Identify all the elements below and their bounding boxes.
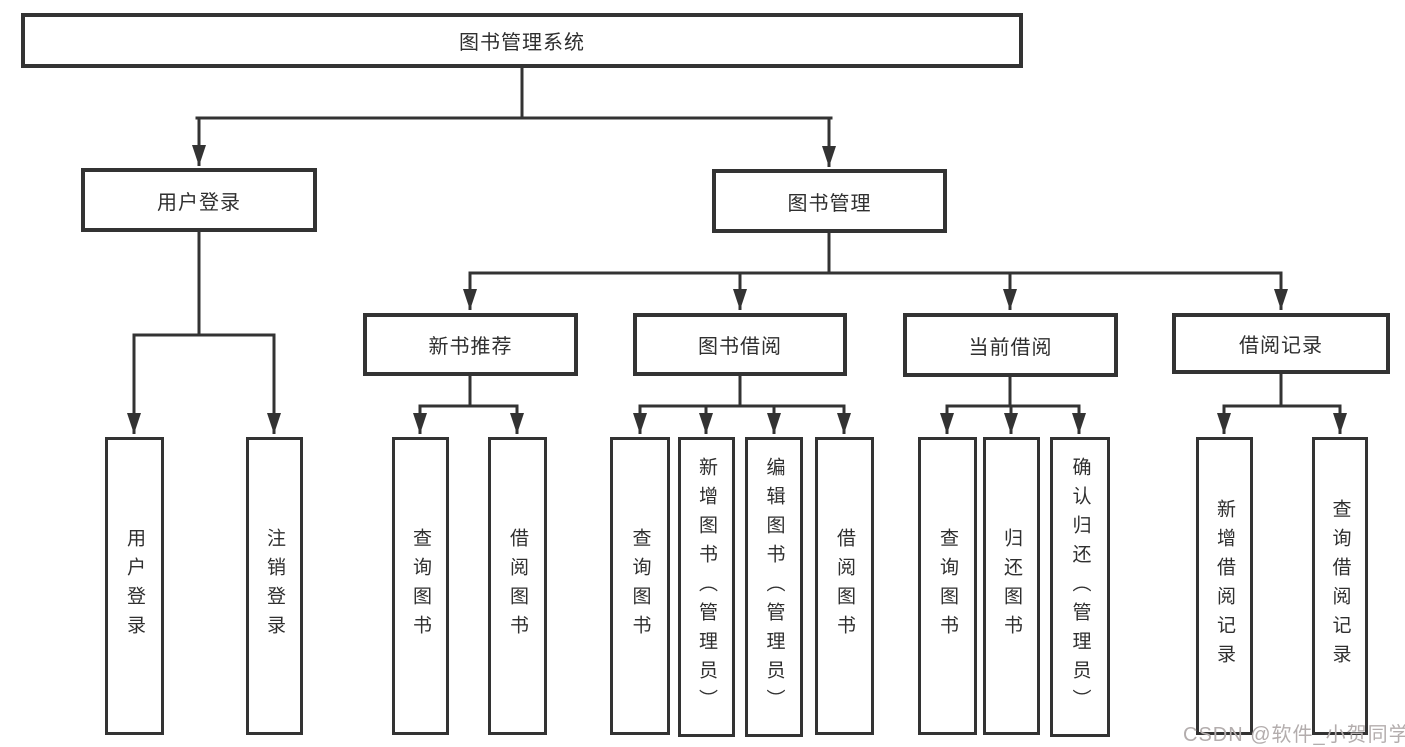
node-label: 查询图书	[410, 528, 431, 644]
node-label: 借阅记录	[1239, 335, 1323, 357]
leaf-borrow-books-recommend: 借阅图书	[488, 437, 547, 735]
leaf-add-books-admin: 新增图书（管理员）	[678, 437, 735, 737]
node-library-management-system: 图书管理系统	[21, 13, 1023, 68]
node-label: 借阅图书	[834, 528, 855, 644]
leaf-query-books-current: 查询图书	[918, 437, 977, 735]
node-label: 编辑图书（管理员）	[763, 456, 785, 718]
node-label: 新增图书（管理员）	[696, 456, 717, 718]
node-label: 注销登录	[264, 528, 285, 644]
leaf-borrow-books: 借阅图书	[815, 437, 874, 735]
leaf-confirm-return-admin: 确认归还（管理员）	[1050, 437, 1110, 737]
leaf-query-books-recommend: 查询图书	[392, 437, 449, 735]
node-book-management: 图书管理	[712, 169, 947, 233]
leaf-user-login: 用户登录	[105, 437, 164, 735]
leaf-edit-books-admin: 编辑图书（管理员）	[745, 437, 803, 737]
node-label: 用户登录	[157, 191, 241, 214]
node-user-login: 用户登录	[81, 168, 317, 232]
node-label: 确认归还（管理员）	[1069, 456, 1091, 718]
node-label: 查询图书	[937, 528, 958, 644]
node-label: 用户登录	[124, 528, 145, 644]
csdn-watermark: CSDN @软件_小贺同学	[1183, 724, 1405, 746]
node-label: 查询图书	[629, 528, 651, 644]
node-label: 当前借阅	[968, 336, 1053, 359]
node-book-borrowing: 图书借阅	[633, 313, 847, 376]
node-label: 借阅图书	[507, 528, 528, 644]
node-current-borrowing: 当前借阅	[903, 313, 1118, 377]
node-label: 图书管理	[787, 192, 872, 215]
node-label: 图书借阅	[698, 336, 782, 358]
node-label: 新书推荐	[428, 336, 513, 358]
node-new-book-recommend: 新书推荐	[363, 313, 578, 376]
leaf-return-books: 归还图书	[983, 437, 1040, 735]
leaf-logout: 注销登录	[246, 437, 303, 735]
leaf-add-borrow-record: 新增借阅记录	[1196, 437, 1253, 735]
node-label: 归还图书	[1001, 528, 1022, 644]
node-borrowing-records: 借阅记录	[1172, 313, 1390, 374]
node-label: 新增借阅记录	[1214, 499, 1235, 673]
leaf-query-books-borrowing: 查询图书	[610, 437, 670, 735]
node-label: 查询借阅记录	[1329, 499, 1351, 673]
node-label: 图书管理系统	[459, 32, 585, 54]
leaf-query-borrow-record: 查询借阅记录	[1312, 437, 1368, 735]
